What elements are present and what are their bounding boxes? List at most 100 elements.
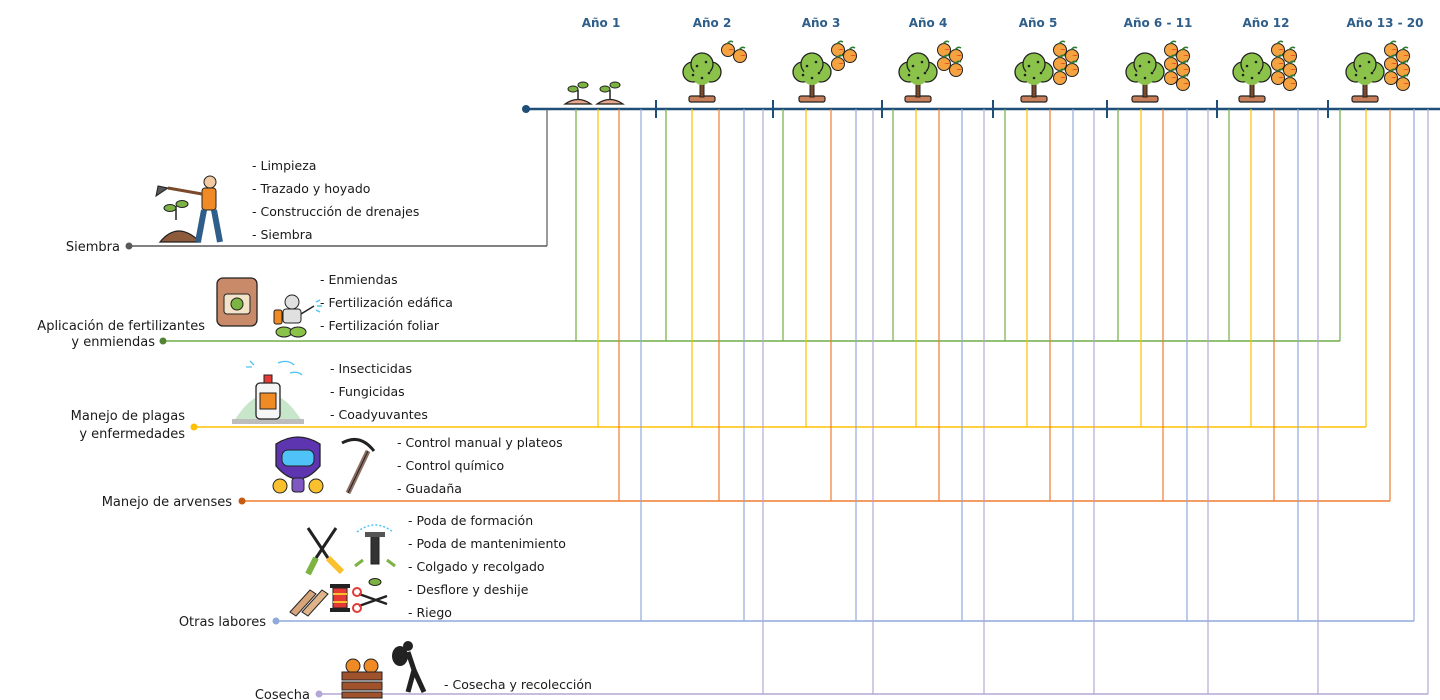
- tree-growth-icons: [564, 40, 1411, 105]
- fruit-icon: [842, 46, 858, 64]
- task-siembra-3: - Construcción de drenajes: [252, 204, 419, 219]
- gas-mask-icon: [272, 436, 324, 494]
- task-cosecha-1: - Cosecha y recolección: [444, 677, 592, 692]
- tree-icon-4: [898, 52, 938, 103]
- task-siembra-1: - Limpieza: [252, 158, 316, 173]
- fruit-icon: [1383, 68, 1399, 86]
- task-otras-1: - Poda de formación: [408, 513, 533, 528]
- fruit-crate-icon: [341, 658, 383, 699]
- fruit-icon: [1270, 68, 1286, 86]
- fruit-icon: [1395, 74, 1411, 92]
- category-plagas: Manejo de plagas y enfermedades - Insect…: [71, 360, 428, 442]
- year-labels: Año 1 Año 2 Año 3 Año 4 Año 5 Año 6 - 11 Año 1…: [582, 16, 1424, 30]
- fruit-icon: [830, 54, 846, 72]
- task-fertilizantes-3: - Fertilización foliar: [320, 318, 440, 333]
- task-fertilizantes-1: - Enmiendas: [320, 272, 398, 287]
- category-fertilizantes: Aplicación de fertilizantes y enmiendas …: [37, 272, 453, 350]
- fruit-icon: [1175, 60, 1191, 78]
- category-siembra: Siembra - Limpieza - Trazado y hoyado - …: [66, 158, 419, 255]
- label-fertilizantes-line2: y enmiendas: [71, 335, 155, 350]
- sprinkler-icon: [354, 524, 396, 568]
- fruit-icon: [948, 46, 964, 64]
- seedling-icon: [564, 81, 592, 105]
- pickaxe-icon: [341, 437, 376, 495]
- fruit-icon: [1163, 40, 1179, 58]
- fruit-icon: [1052, 54, 1068, 72]
- fruit-icon: [1052, 68, 1068, 86]
- task-plagas-3: - Coadyuvantes: [330, 407, 428, 422]
- bullet-plagas: [190, 423, 198, 431]
- timeline: [522, 100, 1440, 118]
- task-otras-3: - Colgado y recolgado: [408, 559, 545, 574]
- seedling-icon: [596, 81, 624, 105]
- fruit-icon: [948, 60, 964, 78]
- bullet-siembra: [125, 242, 133, 250]
- task-arvenses-1: - Control manual y plateos: [397, 435, 563, 450]
- year-label-8: Año 13 - 20: [1347, 16, 1424, 30]
- fruit-icon: [1383, 40, 1399, 58]
- task-siembra-4: - Siembra: [252, 227, 313, 242]
- tree-icon-2: [682, 52, 722, 103]
- bullet-fertilizantes: [159, 337, 167, 345]
- pesticide-sprayer-icon: [232, 360, 304, 424]
- scissors-plant-icon: [352, 578, 388, 613]
- bullet-arvenses: [238, 497, 246, 505]
- harvester-walking-icon: [392, 641, 427, 694]
- bullet-cosecha: [315, 690, 323, 698]
- sprayer-worker-icon: [273, 294, 322, 338]
- fruit-icon: [1270, 54, 1286, 72]
- year-label-5: Año 5: [1019, 16, 1058, 30]
- year-label-6: Año 6 - 11: [1124, 16, 1193, 30]
- pruning-shears-icon: [305, 527, 345, 576]
- tree-icon-6: [1125, 52, 1165, 103]
- year-label-3: Año 3: [802, 16, 841, 30]
- fruit-icon: [1163, 54, 1179, 72]
- label-siembra: Siembra: [66, 240, 120, 255]
- label-plagas-line1: Manejo de plagas: [71, 409, 186, 424]
- fruit-icon: [1395, 46, 1411, 64]
- fruit-icon: [1052, 40, 1068, 58]
- activity-connectors: [129, 109, 1429, 695]
- label-plagas-line2: y enfermedades: [79, 427, 185, 442]
- task-otras-2: - Poda de mantenimiento: [408, 536, 566, 551]
- label-fertilizantes-line1: Aplicación de fertilizantes: [37, 319, 205, 334]
- fruit-icon: [1282, 74, 1298, 92]
- fruit-icon: [1064, 46, 1080, 64]
- fruit-icon: [1395, 60, 1411, 78]
- label-cosecha: Cosecha: [255, 688, 310, 700]
- task-siembra-2: - Trazado y hoyado: [252, 181, 370, 196]
- fruit-icon: [1270, 40, 1286, 58]
- fruit-icon: [1064, 60, 1080, 78]
- fruit-icon: [1282, 46, 1298, 64]
- tree-icon-5: [1014, 52, 1054, 103]
- fruit-icon: [936, 40, 952, 58]
- category-otras: Otras labores - Poda de formación - Poda…: [179, 513, 566, 630]
- year-label-7: Año 12: [1243, 16, 1290, 30]
- fruit-icon: [1383, 54, 1399, 72]
- year-label-4: Año 4: [909, 16, 948, 30]
- timeline-start-dot: [522, 105, 530, 113]
- fruit-icon: [936, 54, 952, 72]
- wood-planks-icon: [289, 589, 329, 617]
- fruit-icon: [720, 40, 736, 58]
- task-arvenses-2: - Control químico: [397, 458, 504, 473]
- spool-icon: [330, 584, 350, 612]
- fertilizer-sack-icon: [216, 277, 258, 327]
- year-label-2: Año 2: [693, 16, 732, 30]
- fruit-icon: [830, 40, 846, 58]
- fruit-icon: [1163, 68, 1179, 86]
- task-otras-4: - Desflore y deshije: [408, 582, 529, 597]
- tree-icon-8: [1345, 52, 1385, 103]
- label-arvenses: Manejo de arvenses: [102, 495, 233, 510]
- year-label-1: Año 1: [582, 16, 621, 30]
- fruit-icon: [732, 46, 748, 64]
- tree-icon-3: [792, 52, 832, 103]
- task-plagas-2: - Fungicidas: [330, 384, 405, 399]
- farmer-digging-icon: [155, 175, 223, 243]
- bullet-otras: [272, 617, 280, 625]
- fruit-icon: [1175, 74, 1191, 92]
- fruit-icon: [1175, 46, 1191, 64]
- task-fertilizantes-2: - Fertilización edáfica: [320, 295, 453, 310]
- task-otras-5: - Riego: [408, 605, 452, 620]
